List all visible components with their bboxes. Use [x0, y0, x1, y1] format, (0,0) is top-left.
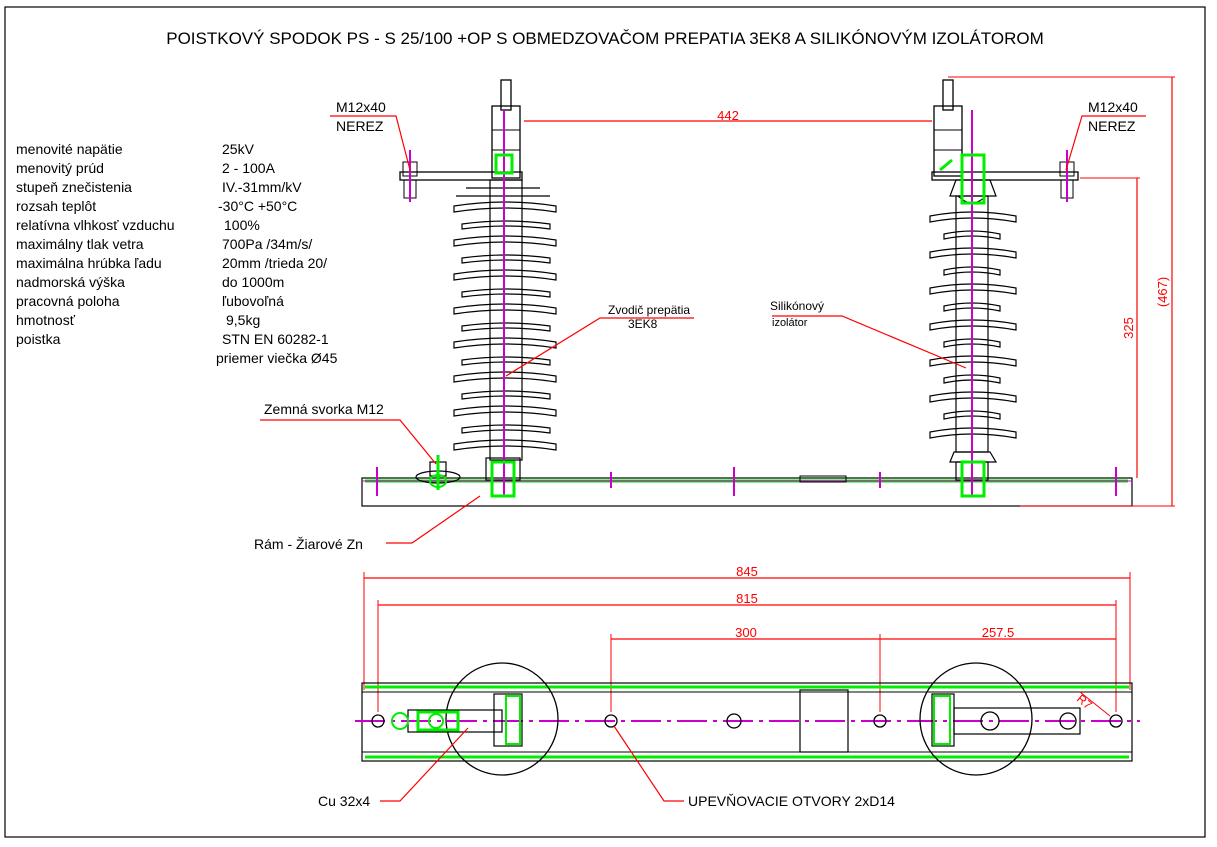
bolt-label-right: M12x40 [1088, 99, 1138, 115]
arrester-clamp [493, 693, 523, 747]
spec-label: pracovná poloha [16, 293, 120, 309]
leader-line [330, 115, 411, 171]
spec-value: 100% [224, 217, 260, 233]
leader-line [380, 727, 469, 802]
mounting-hole [371, 714, 385, 728]
spec-label: menovité napätie [16, 141, 123, 157]
spec-value: 700Pa /34m/s/ [222, 236, 312, 252]
spec-value: do 1000m [222, 274, 284, 290]
earth-terminal-label: Zemná svorka M12 [264, 401, 384, 417]
silicone-insulator [929, 79, 1079, 498]
spec-extra: priemer viečka Ø45 [216, 350, 338, 366]
base-frame [361, 477, 1133, 507]
spec-label: menovitý prúd [16, 160, 104, 176]
copper-bar-hole [428, 713, 444, 729]
copper-label: Cu 32x4 [318, 793, 370, 809]
frame-label: Rám - Žiarové Zn [254, 536, 363, 552]
copper-bar-terminal [416, 710, 460, 732]
spec-label: rozsah teplôt [16, 198, 96, 214]
side-view: 442 325 (467) M12x40 NEREZ M12x40 NEREZ … [254, 76, 1175, 552]
spec-label: maximálna hrúbka ľadu [16, 255, 162, 271]
mounting-hole [726, 713, 742, 729]
spec-label: poistka [16, 331, 61, 347]
bolt-label-left: M12x40 [336, 99, 386, 115]
insulator-bar-hole [1059, 712, 1077, 730]
insulator-label: Silikónový [770, 299, 824, 313]
leader-line [1065, 115, 1146, 171]
arrester-type-label: 3EK8 [628, 317, 658, 331]
leader-line [613, 725, 684, 802]
leader-line [386, 495, 481, 544]
spec-label: nadmorská výška [16, 274, 125, 290]
top-view: 845 815 300 257.5 [318, 564, 1140, 809]
spec-value: STN EN 60282-1 [222, 331, 329, 347]
insulator-base-circle [919, 662, 1033, 776]
surge-arrester [399, 79, 557, 498]
leader-line [772, 315, 967, 369]
bolt-material-left: NEREZ [336, 118, 384, 134]
leader-line [260, 419, 437, 465]
drawing-border [4, 6, 1206, 838]
spec-value: ľubovoľná [222, 293, 284, 309]
drawing-title: POISTKOVÝ SPODOK PS - S 25/100 +OP S OBM… [166, 29, 1044, 48]
spec-value: IV.-31mm/kV [222, 179, 302, 195]
spec-label: stupeň znečistenia [16, 179, 132, 195]
spec-label: maximálny tlak vetra [16, 236, 144, 252]
insulator-type-label: izolátor [772, 317, 808, 329]
dimension-442: 442 [717, 108, 739, 123]
dimension-467: (467) [1155, 277, 1170, 307]
mounting-hole [1109, 714, 1123, 728]
copper-bar-hole [391, 712, 409, 730]
spec-value: 2 - 100A [222, 160, 276, 176]
arrester-base-circle [445, 662, 559, 776]
spec-value: -30°C +50°C [218, 198, 297, 214]
spec-label: hmotnosť [16, 312, 76, 328]
arrester-clamp-copper [505, 695, 521, 745]
spec-value: 20mm /trieda 20/ [222, 255, 327, 271]
dimension-815: 815 [736, 591, 758, 606]
insulator-bar-hole [980, 711, 1000, 731]
insulator-bar [953, 707, 1081, 735]
spec-value: 9,5kg [226, 312, 260, 328]
center-plate [799, 689, 849, 753]
leader-line [505, 317, 694, 377]
dimension-300: 300 [735, 625, 757, 640]
dimension-845: 845 [736, 564, 758, 579]
mounting-hole [604, 714, 618, 728]
dimension-325: 325 [1121, 317, 1136, 339]
mounting-hole [873, 714, 887, 728]
insulator-clamp-copper [933, 695, 951, 745]
spec-table: menovité napätie 25kV menovitý prúd 2 - … [16, 141, 338, 366]
holes-label: UPEVŇOVACIE OTVORY 2xD14 [688, 793, 895, 809]
dimension-257-5: 257.5 [982, 625, 1015, 640]
spec-value: 25kV [222, 141, 255, 157]
base-plate-mark [799, 475, 847, 483]
spec-label: relatívna vlhkosť vzduchu [16, 217, 175, 233]
arrester-label: Zvodič prepätia [608, 303, 690, 317]
bolt-material-right: NEREZ [1088, 118, 1136, 134]
earth-terminal [415, 455, 461, 490]
radius-leader [1079, 691, 1111, 717]
